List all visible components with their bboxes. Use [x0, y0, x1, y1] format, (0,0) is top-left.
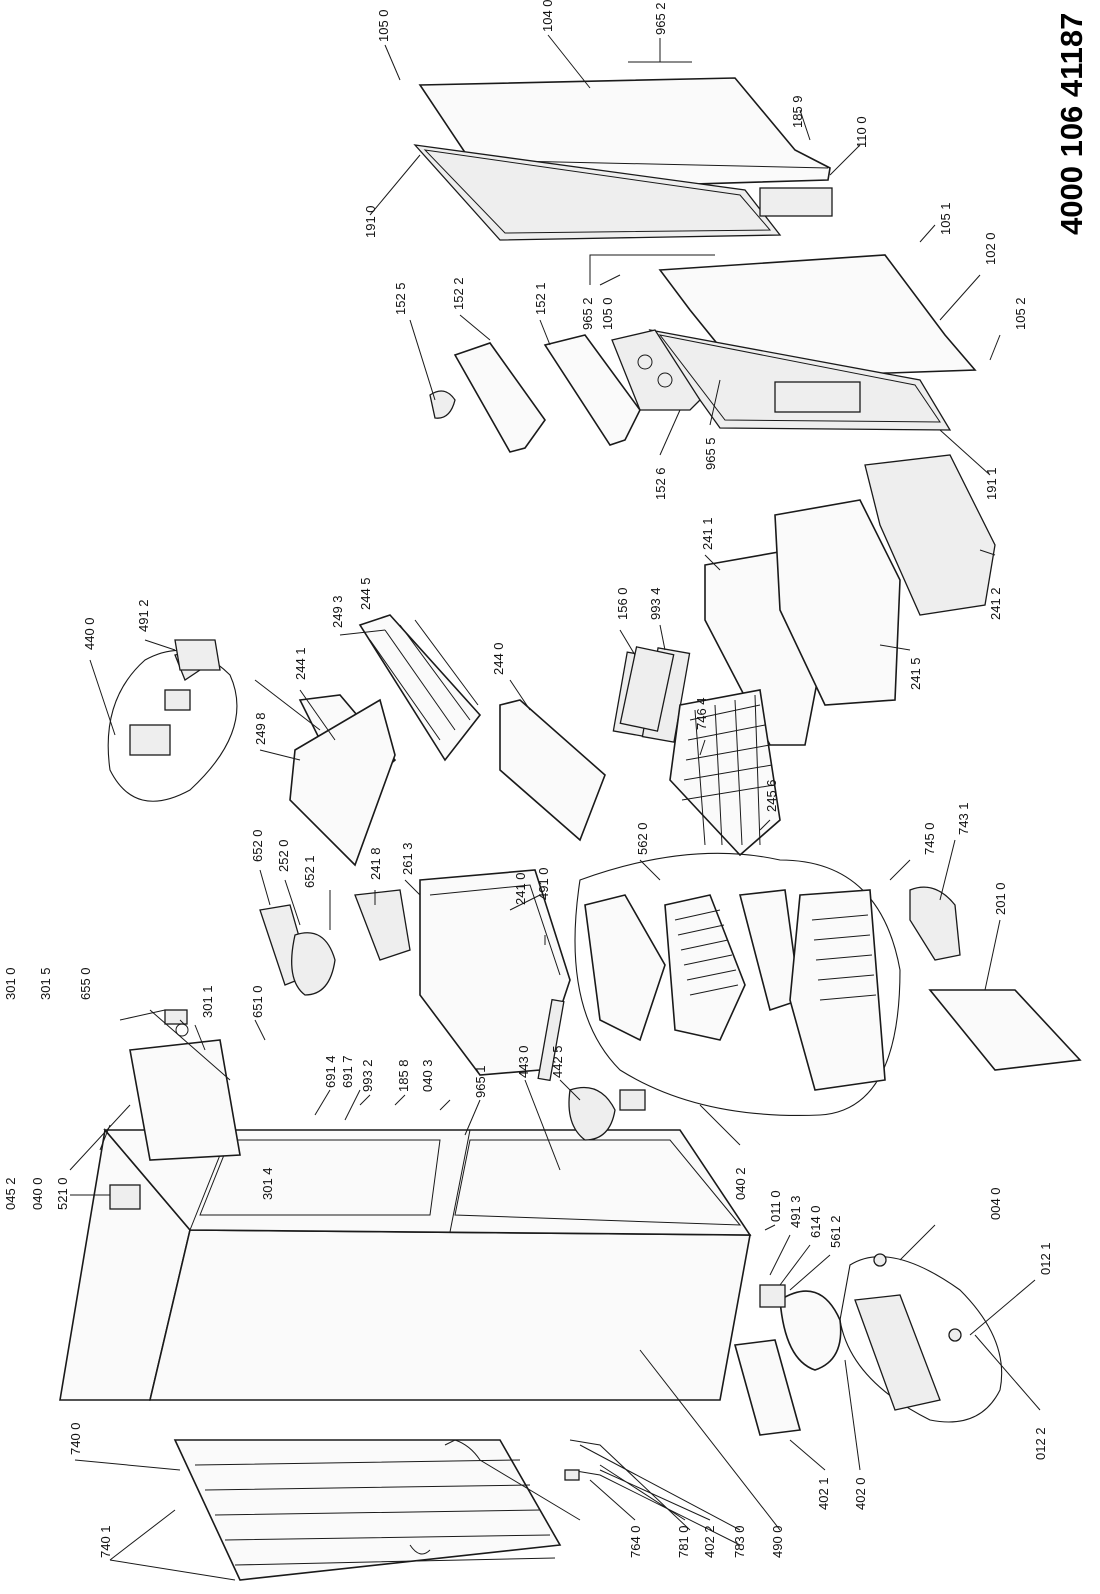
- fridge-door-assembly: [611, 254, 977, 431]
- part-label: 040 3: [420, 1059, 435, 1092]
- part-label: 245 6: [764, 779, 779, 812]
- condenser: [173, 1439, 741, 1581]
- part-label: 244 5: [358, 577, 373, 610]
- evaporator-group: [574, 852, 901, 1116]
- part-label: 740 0: [68, 1422, 83, 1455]
- part-label: 105 0: [600, 297, 615, 330]
- part-label: 185 8: [396, 1059, 411, 1092]
- middle-drawer: [259, 869, 571, 1082]
- part-label: 614 0: [808, 1205, 823, 1238]
- part-label: 783 0: [732, 1525, 747, 1558]
- part-label: 562 0: [635, 822, 650, 855]
- shelves: [289, 614, 781, 867]
- part-label: 241 8: [368, 847, 383, 880]
- part-label: 764 0: [628, 1525, 643, 1558]
- part-label: 012 2: [1033, 1427, 1048, 1460]
- document-number: 4000 106 41187: [1054, 13, 1089, 235]
- part-label: 040 0: [30, 1177, 45, 1210]
- part-label: 301 4: [260, 1167, 275, 1200]
- part-label: 740 1: [98, 1525, 113, 1558]
- part-label: 152 5: [393, 282, 408, 315]
- part-label: 252 0: [276, 839, 291, 872]
- part-label: 185 9: [790, 95, 805, 128]
- part-label: 152 1: [533, 282, 548, 315]
- part-label: 104 0: [540, 0, 555, 32]
- part-label: 402 2: [702, 1525, 717, 1558]
- part-label: 301 0: [3, 967, 18, 1000]
- part-label: 012 1: [1038, 1242, 1053, 1275]
- part-label: 152 6: [653, 467, 668, 500]
- part-label: 781 0: [676, 1525, 691, 1558]
- part-label: 745 0: [922, 822, 937, 855]
- part-label: 156 0: [615, 587, 630, 620]
- part-label: 442 5: [550, 1045, 565, 1078]
- part-label: 152 2: [451, 277, 466, 310]
- part-label: 965 2: [653, 2, 668, 35]
- part-label: 241 2: [988, 587, 1003, 620]
- part-label: 102 0: [983, 232, 998, 265]
- part-label: 191 1: [984, 467, 999, 500]
- part-labels: 105 0 104 0 965 2 185 9 110 0 191 0 105 …: [3, 0, 1053, 1558]
- part-label: 191 0: [363, 205, 378, 238]
- part-label: 244 0: [491, 642, 506, 675]
- part-label: 746 4: [694, 697, 709, 730]
- part-label: 491 0: [536, 867, 551, 900]
- part-label: 045 2: [3, 1177, 18, 1210]
- part-label: 244 1: [293, 647, 308, 680]
- part-label: 105 0: [376, 9, 391, 42]
- part-label: 004 0: [988, 1187, 1003, 1220]
- part-label: 743 1: [956, 802, 971, 835]
- part-label: 993 2: [360, 1059, 375, 1092]
- part-label: 491 3: [788, 1195, 803, 1228]
- part-label: 993 4: [648, 587, 663, 620]
- part-label: 402 0: [853, 1477, 868, 1510]
- rear-cover: [909, 886, 1082, 1071]
- part-label: 241 1: [700, 517, 715, 550]
- part-label: 965 1: [473, 1065, 488, 1098]
- part-label: 301 1: [200, 985, 215, 1018]
- part-label: 249 8: [253, 712, 268, 745]
- part-label: 652 0: [250, 829, 265, 862]
- part-label: 965 2: [580, 297, 595, 330]
- part-label: 105 2: [1013, 297, 1028, 330]
- leader-lines: [69, 34, 1041, 1581]
- crisper-drawers: [612, 454, 996, 746]
- part-label: 040 2: [733, 1167, 748, 1200]
- control-group: [107, 639, 238, 802]
- part-label: 491 2: [136, 599, 151, 632]
- part-label: 402 1: [816, 1477, 831, 1510]
- part-label: 521 0: [55, 1177, 70, 1210]
- part-label: 691 7: [340, 1055, 355, 1088]
- part-label: 561 2: [828, 1215, 843, 1248]
- fan-motor: [568, 1086, 646, 1141]
- freezer-door-assembly: [413, 77, 833, 241]
- top-control-strip: [129, 1009, 241, 1161]
- part-label: 443 0: [516, 1045, 531, 1078]
- part-label: 105 1: [938, 202, 953, 235]
- part-label: 965 5: [703, 437, 718, 470]
- part-label: 490 0: [770, 1525, 785, 1558]
- part-label: 691 4: [323, 1055, 338, 1088]
- part-label: 301 5: [38, 967, 53, 1000]
- door-bins: [429, 334, 641, 453]
- part-label: 110 0: [854, 116, 869, 148]
- part-label: 651 0: [250, 985, 265, 1018]
- part-label: 652 1: [302, 855, 317, 888]
- part-label: 201 0: [993, 882, 1008, 915]
- part-label: 261 3: [400, 842, 415, 875]
- part-label: 249 3: [330, 595, 345, 628]
- part-label: 440 0: [82, 617, 97, 650]
- part-label: 655 0: [78, 967, 93, 1000]
- cabinet-body: [59, 1128, 752, 1401]
- part-label: 241 0: [513, 872, 528, 905]
- compressor-group: [733, 1253, 1003, 1436]
- part-label: 241 5: [908, 657, 923, 690]
- part-label: 011 0: [768, 1190, 783, 1222]
